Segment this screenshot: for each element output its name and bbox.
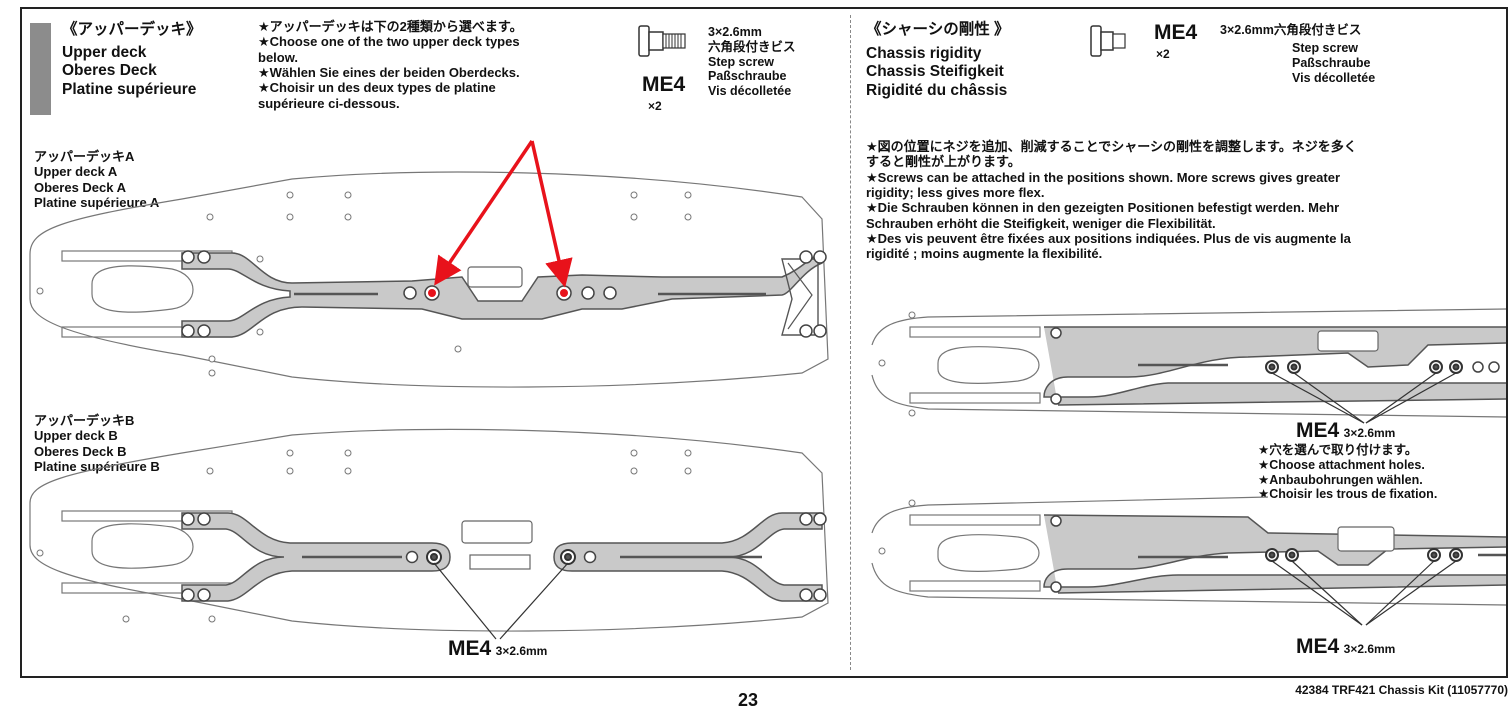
upper-deck-b-diagram (29, 428, 829, 640)
screw-spec: Step screw Paßschraube Vis décolletée (1292, 41, 1375, 85)
note-line: すると剛性が上がります。 (866, 154, 1021, 170)
deck-b-label-line: Oberes Deck B (34, 443, 127, 459)
note-line: Schrauben erhöht die Steifigkeit, wenige… (866, 215, 1216, 231)
note-line: ★Choisir un des deux types de platine (258, 80, 496, 96)
rigidity-diagram-top (871, 308, 1506, 424)
rigidity-note: ★図の位置にネジを追加、削減することでシャーシの剛性を調整します。ネジを多く す… (866, 139, 1357, 262)
bottom-screw-callout: ME4 3×2.6mm (1296, 635, 1395, 660)
chassis-rigidity-title-jp: 《シャーシの剛性 》 (866, 21, 1010, 38)
rigidity-title-line: Rigidité du châssis (866, 81, 1008, 99)
note-line: ★Screws can be attached in the positions… (866, 169, 1341, 185)
note-line: ★アッパーデッキは下の2種類から選べます。 (258, 19, 523, 34)
section-marker-bar (30, 23, 51, 115)
step-screw-icon (1090, 25, 1126, 57)
screw-size-jp: 3×2.6mm六角段付きビス (1220, 23, 1362, 37)
note-line: ★Choose one of the two upper deck types (258, 34, 520, 50)
deck-a-label: アッパーデッキA Upper deck A Oberes Deck A Plat… (34, 149, 159, 210)
upper-deck-title: Upper deck Oberes Deck Platine supérieur… (62, 44, 196, 99)
kit-reference: 42384 TRF421 Chassis Kit (11057770) (1295, 683, 1508, 697)
upper-deck-title-jp: 《アッパーデッキ》 (62, 21, 202, 38)
highlighted-hole (556, 285, 572, 301)
deck-b-label: アッパーデッキB Upper deck B Oberes Deck B Plat… (34, 413, 160, 474)
red-arrow-right (530, 140, 573, 288)
note-line: ★Wählen Sie eines der beiden Oberdecks. (258, 64, 520, 80)
screw-spec: 3×2.6mm 六角段付きビス Step screw Paßschraube V… (708, 25, 796, 99)
deck-a-label-line: アッパーデッキA (34, 149, 135, 164)
step-screw-icon (638, 25, 686, 57)
screw-spec-line: Step screw (1292, 41, 1359, 55)
screw-spec-line: Paßschraube (708, 69, 787, 84)
note-line: ★Choisir les trous de fixation. (1258, 487, 1438, 502)
note-line: ★Choose attachment holes. (1258, 457, 1425, 472)
screw-spec-line: Vis décolletée (708, 84, 792, 98)
callout-size: 3×2.6mm (1343, 642, 1396, 656)
screw-code: ME4 (1154, 21, 1198, 44)
note-line: ★Des vis peuvent être fixées aux positio… (866, 230, 1351, 246)
screw-qty: ×2 (648, 99, 662, 113)
highlighted-hole (424, 285, 440, 301)
screw-qty: ×2 (1156, 47, 1170, 61)
note-line: ★図の位置にネジを追加、削減することでシャーシの剛性を調整します。ネジを多く (866, 139, 1357, 154)
screw-spec-line: 六角段付きビス (708, 39, 796, 54)
note-line: rigidity; less gives more flex. (866, 184, 1045, 200)
choose-holes-note: ★穴を選んで取り付けます。 ★Choose attachment holes. … (1258, 443, 1437, 502)
deck-a-label-line: Upper deck A (34, 164, 118, 180)
instruction-page-frame: 《アッパーデッキ》 Upper deck Oberes Deck Platine… (20, 7, 1508, 678)
deck-b-label-line: アッパーデッキB (34, 413, 135, 428)
screw-spec-line: 3×2.6mm (708, 25, 762, 39)
screw-spec-line: Step screw (708, 54, 775, 69)
note-line: ★Die Schrauben können in den gezeigten P… (866, 200, 1340, 216)
callout-code: ME4 (1296, 419, 1340, 442)
deck-a-label-line: Oberes Deck A (34, 179, 127, 195)
rigidity-title-line: Chassis rigidity (866, 45, 982, 62)
note-line: ★穴を選んで取り付けます。 (1258, 443, 1418, 457)
rigidity-title-line: Chassis Steifigkeit (866, 63, 1004, 81)
callout-size: 3×2.6mm (495, 644, 548, 658)
section-divider (850, 15, 851, 670)
mid-screw-callout: ME4 3×2.6mm (1296, 419, 1395, 444)
upper-deck-a-diagram (29, 171, 829, 388)
chassis-rigidity-title: Chassis rigidity Chassis Steifigkeit Rig… (866, 45, 1007, 100)
note-line: supérieure ci-dessous. (258, 95, 400, 111)
upper-deck-title-line: Upper deck (62, 44, 147, 61)
page-number: 23 (738, 690, 759, 710)
upper-deck-title-line: Platine supérieure (62, 80, 197, 98)
note-line: rigidité ; moins augmente la flexibilité… (866, 246, 1103, 262)
choose-deck-note: ★アッパーデッキは下の2種類から選べます。 ★Choose one of the… (258, 19, 523, 111)
red-pointer-arrows (434, 140, 573, 288)
deck-b-label-line: Upper deck B (34, 428, 118, 444)
callout-size: 3×2.6mm (1343, 426, 1396, 440)
callout-code: ME4 (1296, 635, 1340, 658)
screw-spec-line: Vis décolletée (1292, 70, 1376, 85)
upper-deck-title-line: Oberes Deck (62, 62, 157, 80)
rigidity-diagram-bottom (871, 496, 1506, 626)
note-line: ★Anbaubohrungen wählen. (1258, 472, 1423, 487)
note-line: below. (258, 49, 298, 65)
red-arrow-left (434, 140, 534, 286)
deck-b-screw-callout: ME4 3×2.6mm (448, 637, 547, 662)
deck-a-label-line: Platine supérieure A (34, 194, 160, 210)
screw-spec-line: Paßschraube (1292, 55, 1371, 70)
screw-code: ME4 (642, 73, 686, 96)
callout-code: ME4 (448, 637, 492, 660)
